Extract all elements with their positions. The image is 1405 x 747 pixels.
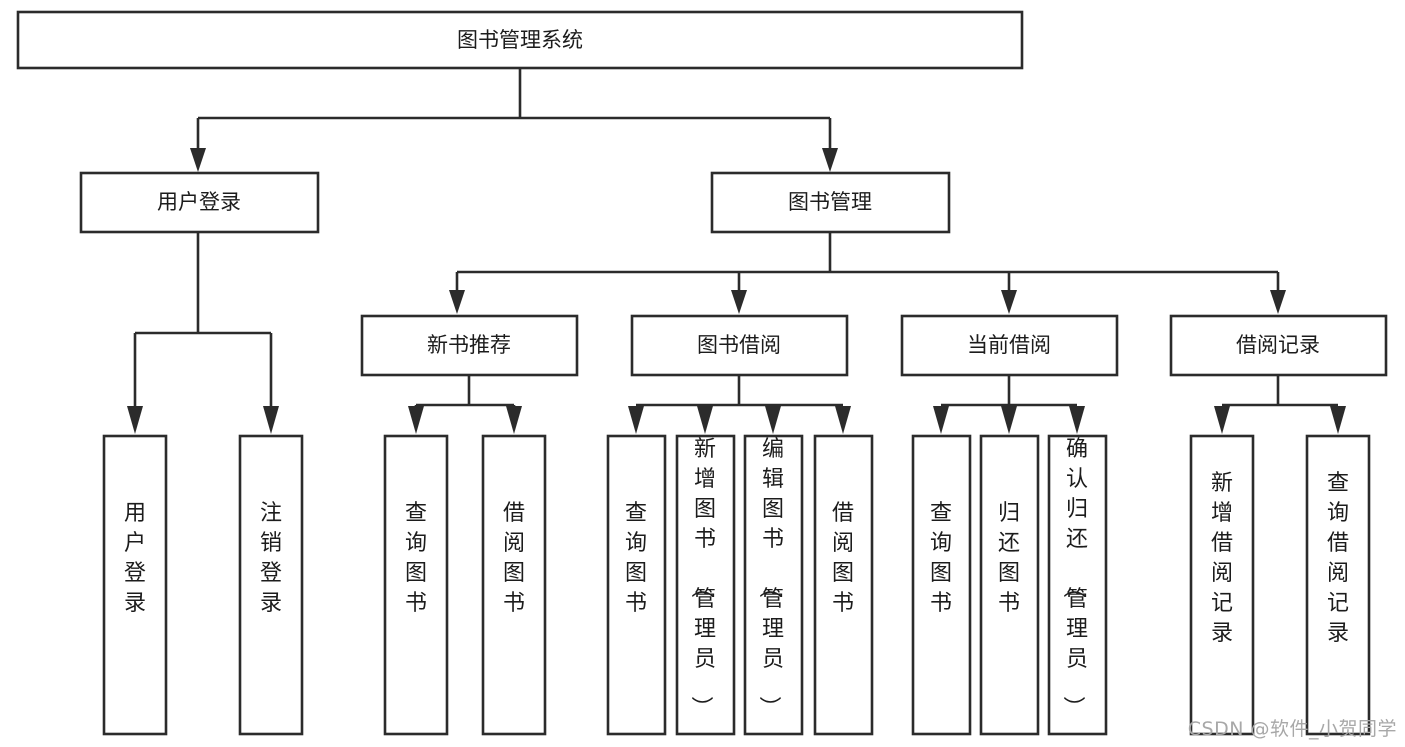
- leaf-book-borrow-query-label: 查询图书: [625, 501, 647, 616]
- node-book-management[interactable]: 图书管理: [710, 171, 951, 234]
- arrow-head-currentborrow-1: [933, 406, 949, 434]
- leaf-new-book-query[interactable]: 查询图书: [383, 434, 449, 736]
- arrow-head-bookborrow-3: [765, 406, 781, 434]
- node-book-borrow-label: 图书借阅: [697, 333, 781, 357]
- leaf-book-borrow-edit-box[interactable]: [743, 434, 804, 736]
- leaf-borrow-record-add-label: 新增借阅记录: [1211, 471, 1233, 646]
- leaf-new-book-borrow[interactable]: 借阅图书: [481, 434, 547, 736]
- leaf-book-borrow-edit[interactable]: 编辑图书（管理员）: [743, 434, 804, 736]
- arrow-head-currentborrow-3: [1069, 406, 1085, 434]
- node-borrow-record[interactable]: 借阅记录: [1169, 314, 1388, 377]
- node-book-management-label: 图书管理: [788, 190, 872, 214]
- arrow-head-bookborrow-4: [835, 406, 851, 434]
- leaf-new-book-borrow-box[interactable]: [481, 434, 547, 736]
- node-current-borrow[interactable]: 当前借阅: [900, 314, 1119, 377]
- connector-layer: [127, 68, 1346, 434]
- node-user-login[interactable]: 用户登录: [79, 171, 320, 234]
- leaf-current-borrow-return[interactable]: 归还图书: [979, 434, 1040, 736]
- arrow-head-level3-1: [449, 290, 465, 314]
- leaf-book-borrow-borrow[interactable]: 借阅图书: [813, 434, 874, 736]
- arrow-head-userlogin-2: [263, 406, 279, 434]
- leaf-current-borrow-confirm-label: 确认归还（管理员）: [1060, 437, 1088, 718]
- leaf-borrow-record-add[interactable]: 新增借阅记录: [1189, 434, 1255, 736]
- arrow-head-level2-2: [822, 148, 838, 172]
- arrow-head-currentborrow-2: [1001, 406, 1017, 434]
- node-new-book-recommend[interactable]: 新书推荐: [360, 314, 579, 377]
- arrow-head-level3-3: [1001, 290, 1017, 314]
- leaf-new-book-query-label: 查询图书: [405, 501, 427, 616]
- leaf-book-borrow-borrow-box[interactable]: [813, 434, 874, 736]
- leaf-current-borrow-confirm-box[interactable]: [1047, 434, 1108, 736]
- leaf-current-borrow-return-label: 归还图书: [998, 501, 1020, 616]
- node-current-borrow-label: 当前借阅: [967, 333, 1051, 357]
- arrow-head-borrowrecord-1: [1214, 406, 1230, 434]
- node-borrow-record-box[interactable]: [1169, 314, 1388, 377]
- node-borrow-record-label: 借阅记录: [1236, 333, 1320, 357]
- leaf-borrow-record-add-box[interactable]: [1189, 434, 1255, 736]
- leaf-book-borrow-add-label: 新增图书（管理员）: [688, 437, 716, 718]
- node-book-management-box[interactable]: [710, 171, 951, 234]
- arrow-head-level3-4: [1270, 290, 1286, 314]
- arrow-head-bookborrow-1: [628, 406, 644, 434]
- leaf-user-login-login-label: 用户登录: [124, 501, 146, 616]
- node-root-box[interactable]: [16, 10, 1024, 70]
- leaf-user-login-login[interactable]: 用户登录: [102, 434, 168, 736]
- leaf-borrow-record-query-label: 查询借阅记录: [1327, 471, 1349, 646]
- node-current-borrow-box[interactable]: [900, 314, 1119, 377]
- leaf-new-book-borrow-label: 借阅图书: [503, 501, 525, 616]
- leaf-book-borrow-query-box[interactable]: [606, 434, 667, 736]
- leaf-user-login-login-box[interactable]: [102, 434, 168, 736]
- node-book-borrow-box[interactable]: [630, 314, 849, 377]
- node-new-book-recommend-box[interactable]: [360, 314, 579, 377]
- leaf-current-borrow-query-box[interactable]: [911, 434, 972, 736]
- leaf-user-login-logout[interactable]: 注销登录: [238, 434, 304, 736]
- leaf-book-borrow-borrow-label: 借阅图书: [832, 501, 854, 616]
- arrow-head-borrowrecord-2: [1330, 406, 1346, 434]
- leaf-user-login-logout-box[interactable]: [238, 434, 304, 736]
- leaf-current-borrow-return-box[interactable]: [979, 434, 1040, 736]
- node-new-book-recommend-label: 新书推荐: [427, 333, 511, 357]
- leaf-user-login-logout-label: 注销登录: [260, 501, 282, 616]
- leaf-borrow-record-query[interactable]: 查询借阅记录: [1305, 434, 1371, 736]
- arrow-head-newbook-1: [408, 406, 424, 434]
- leaf-current-borrow-query[interactable]: 查询图书: [911, 434, 972, 736]
- node-user-login-label: 用户登录: [157, 190, 241, 214]
- arrow-head-level3-2: [731, 290, 747, 314]
- leaf-book-borrow-edit-label: 编辑图书（管理员）: [756, 437, 784, 718]
- node-book-borrow[interactable]: 图书借阅: [630, 314, 849, 377]
- leaf-book-borrow-query[interactable]: 查询图书: [606, 434, 667, 736]
- leaf-new-book-query-box[interactable]: [383, 434, 449, 736]
- node-user-login-box[interactable]: [79, 171, 320, 234]
- leaf-borrow-record-query-box[interactable]: [1305, 434, 1371, 736]
- leaf-book-borrow-add[interactable]: 新增图书（管理员）: [675, 434, 736, 736]
- arrow-head-userlogin-1: [127, 406, 143, 434]
- arrow-head-bookborrow-2: [697, 406, 713, 434]
- node-root-label: 图书管理系统: [457, 28, 583, 52]
- leaf-current-borrow-confirm[interactable]: 确认归还（管理员）: [1047, 434, 1108, 736]
- arrow-head-level2-1: [190, 148, 206, 172]
- leaf-book-borrow-add-box[interactable]: [675, 434, 736, 736]
- node-root[interactable]: 图书管理系统: [16, 10, 1024, 70]
- leaf-current-borrow-query-label: 查询图书: [930, 501, 952, 616]
- arrow-head-newbook-2: [506, 406, 522, 434]
